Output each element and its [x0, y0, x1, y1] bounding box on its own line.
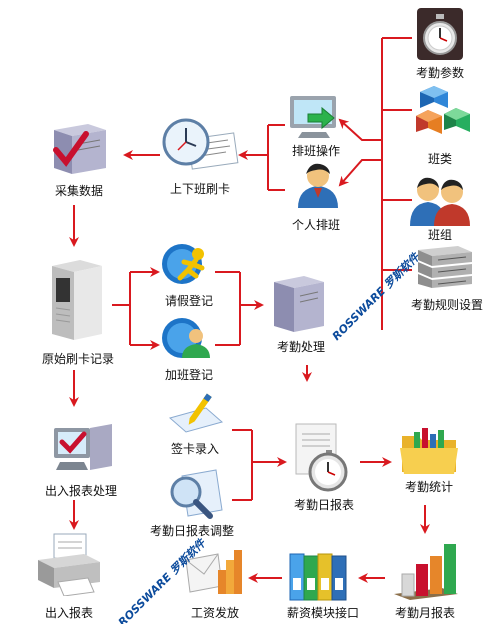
clock-card-icon	[162, 118, 239, 170]
node-label-yuanshi: 原始刷卡记录	[41, 352, 114, 366]
node-label-gongzi: 工资发放	[190, 606, 239, 620]
node-label-xinzi: 薪资模块接口	[286, 606, 359, 620]
server-tower-icon	[52, 260, 102, 340]
people-icon	[410, 177, 470, 226]
computer-box-icon	[274, 276, 324, 332]
node-label-kaoqin-ribao: 考勤日报表	[293, 498, 354, 512]
stopwatch-icon	[417, 8, 463, 60]
stopwatch-paper-icon	[295, 423, 348, 492]
monitor-arrow-icon	[290, 96, 336, 138]
node-label-jiaban: 加班登记	[164, 368, 213, 382]
node-label-kaoqin-tongji: 考勤统计	[404, 480, 453, 494]
node-label-kaoqin-canshu: 考勤参数	[415, 66, 464, 80]
node-label-kaoqin-chuli: 考勤处理	[276, 340, 325, 354]
envelope-bars-icon	[185, 550, 242, 594]
node-label-yuebao: 考勤月报表	[394, 606, 455, 620]
node-label-paiban-caozuo: 排班操作	[291, 144, 340, 158]
folder-chart-icon	[400, 428, 458, 474]
pen-card-icon	[168, 393, 224, 433]
node-label-banzu: 班组	[427, 228, 452, 242]
cubes-icon	[416, 86, 470, 134]
node-label-geren-paiban: 个人排班	[291, 218, 340, 232]
node-label-qianka: 签卡录入	[170, 442, 219, 456]
node-label-churu-baobiao: 出入报表	[44, 606, 93, 620]
computer-check-icon	[53, 124, 106, 174]
person-bubble-icon	[162, 318, 210, 358]
running-person-icon	[162, 244, 205, 284]
node-label-kaoqin-guize: 考勤规则设置	[410, 298, 483, 312]
monitor-check-icon	[54, 424, 112, 470]
person-icon	[298, 163, 338, 208]
node-label-banlei: 班类	[427, 152, 452, 166]
server-rack-icon	[418, 246, 472, 288]
binders-icon	[289, 553, 347, 601]
node-label-churu-chuli: 出入报表处理	[44, 484, 117, 498]
magnifier-card-icon	[170, 469, 223, 519]
bar-chart-3d-icon	[394, 544, 458, 600]
node-label-qingjia: 请假登记	[164, 294, 213, 308]
node-label-shangxia-ban: 上下班刷卡	[169, 182, 230, 196]
printer-icon	[38, 533, 100, 596]
node-label-caiji: 采集数据	[54, 184, 103, 198]
node-label-ribao-tiaozheng: 考勤日报表调整	[149, 524, 234, 538]
